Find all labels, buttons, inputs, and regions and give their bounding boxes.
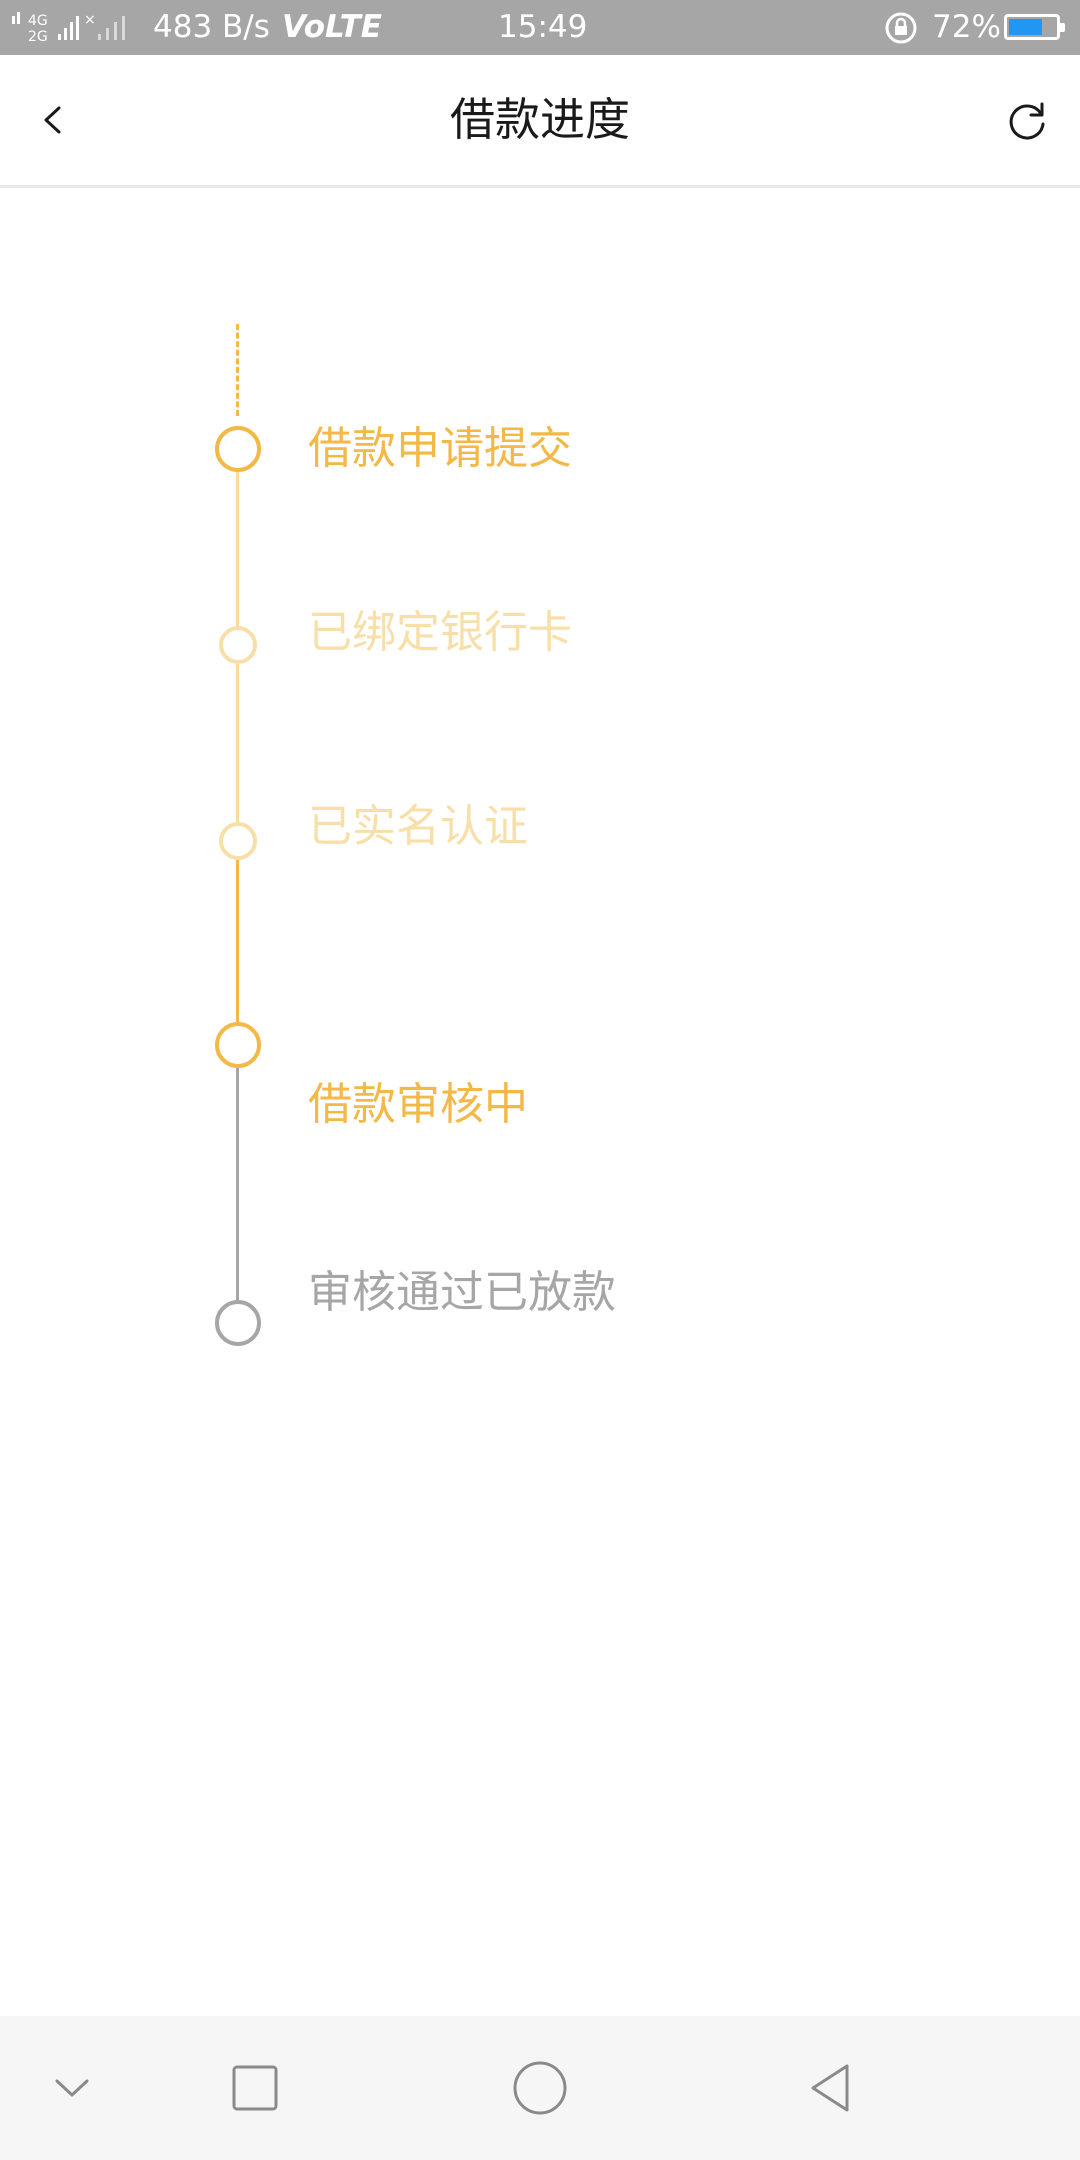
back-button[interactable] [18,85,88,155]
signal-icon: 4G 2G × [12,12,125,45]
timeline-label-step-3: 已实名认证 [308,801,528,852]
timeline-connector [236,452,239,628]
timeline-dashed-lead [236,324,239,416]
timeline-connector [236,860,239,1022]
timeline-label-step-1: 借款申请提交 [308,423,572,474]
timeline-node-step-3 [219,822,257,860]
chevron-down-icon [55,2079,89,2097]
nav-collapse-button[interactable] [22,2038,122,2138]
network-speed: 483 B/s [153,9,270,45]
refresh-button[interactable] [992,85,1062,155]
clock: 15:49 [498,9,588,45]
page-title: 借款进度 [449,93,630,146]
svg-text:4G: 4G [28,13,48,29]
timeline-label-step-5: 审核通过已放款 [308,1267,616,1318]
header-bar: 借款进度 [0,55,1080,188]
status-bar: 4G 2G × 483 B/s VoLTE 15:49 72% [0,0,1080,55]
nav-back-button[interactable] [780,2038,880,2138]
nav-recent-apps-button[interactable] [205,2038,305,2138]
battery-fill [1009,19,1042,35]
volte-indicator: VoLTE [282,9,382,45]
battery-icon [1004,14,1065,40]
system-nav-bar [0,2016,1080,2160]
nav-home-button[interactable] [490,2038,590,2138]
svg-text:2G: 2G [28,29,48,45]
timeline-connector [236,1068,239,1302]
battery-percentage: 72% [932,9,1001,45]
timeline-node-step-1 [215,426,261,472]
svg-text:×: × [84,12,96,28]
back-triangle-icon [811,2064,849,2112]
progress-timeline: 借款申请提交 已绑定银行卡 已实名认证 借款审核中 审核通过已放款 [0,190,1080,2010]
rotation-lock-icon [885,12,917,44]
timeline-label-step-2: 已绑定银行卡 [308,607,572,658]
timeline-node-step-5 [215,1300,261,1346]
refresh-icon [1009,102,1045,140]
home-icon [513,2061,567,2115]
chevron-left-icon [44,106,61,134]
timeline-connector [236,664,239,824]
timeline-node-step-4 [215,1022,261,1068]
recent-apps-icon [232,2065,278,2111]
timeline-label-step-4: 借款审核中 [308,1079,528,1130]
timeline-node-step-2 [219,626,257,664]
